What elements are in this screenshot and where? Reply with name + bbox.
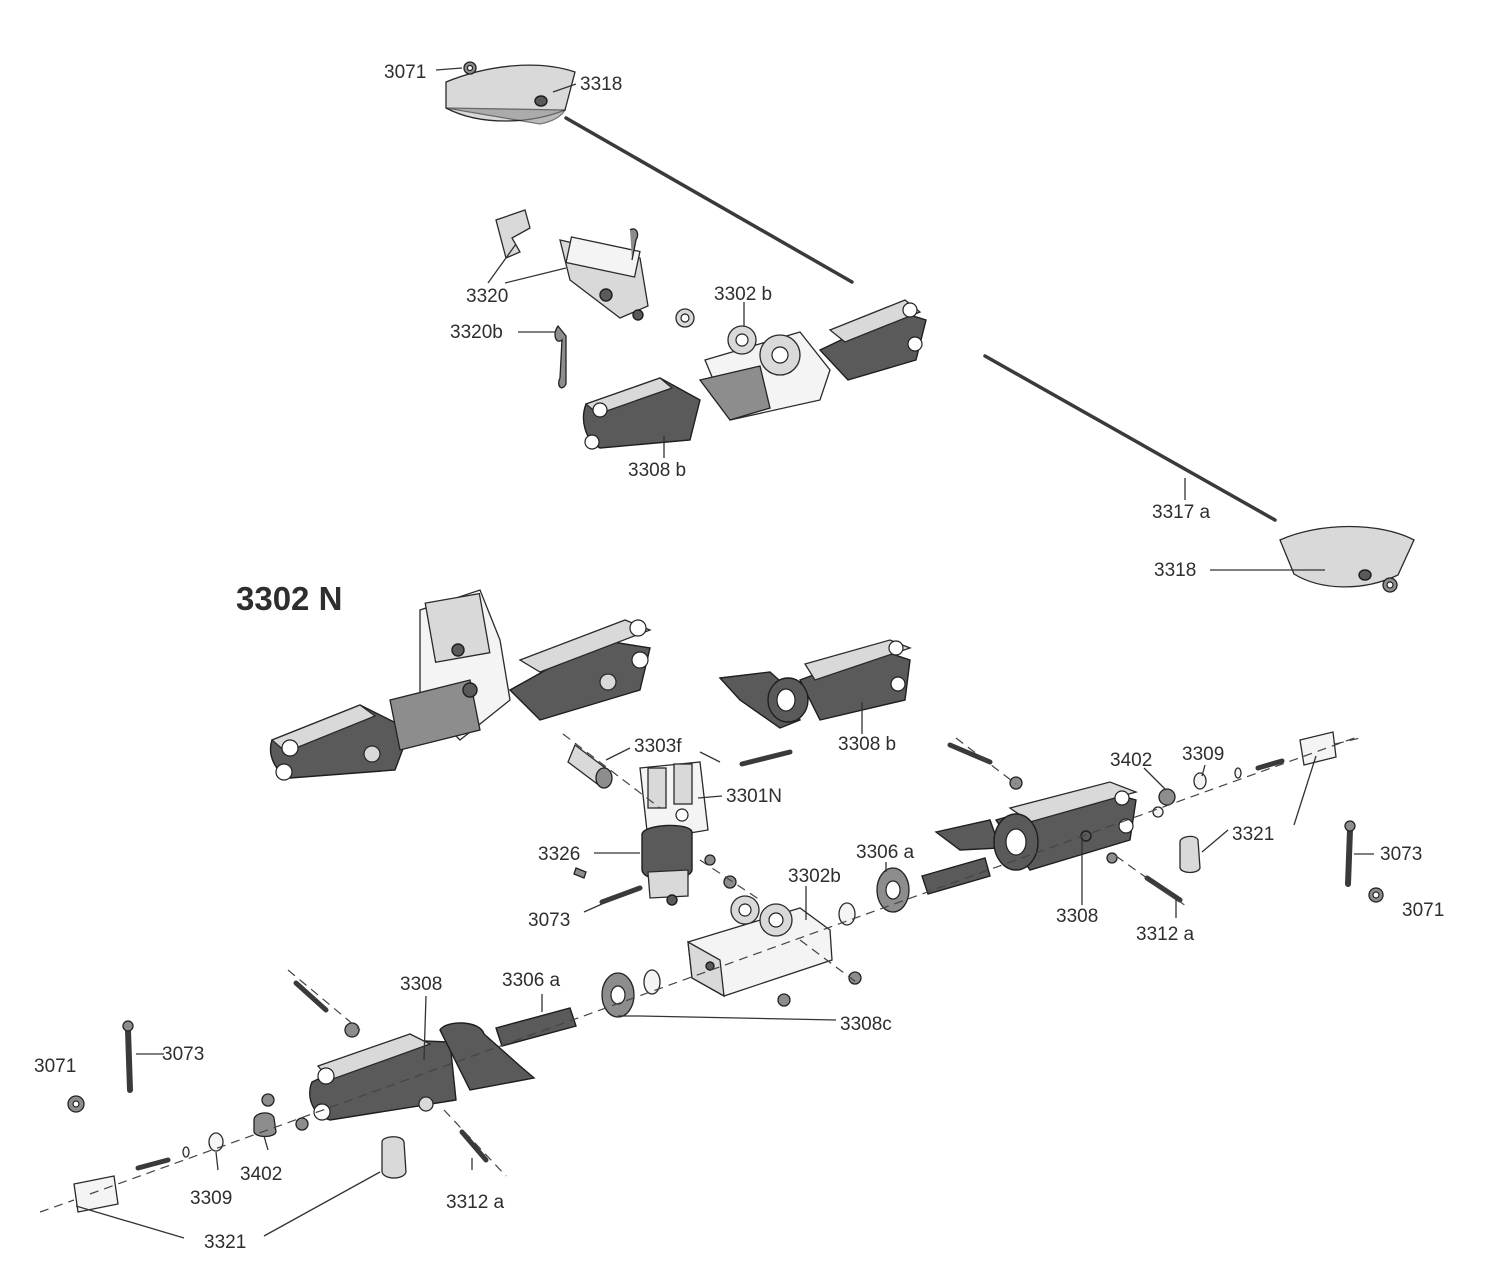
flybar-assembly: [445, 61, 1415, 593]
mixer-lever-3320: [495, 209, 649, 321]
ball-ring: [675, 308, 695, 328]
label-3071-right: 3071: [1402, 900, 1444, 921]
label-3073-left: 3073: [162, 1044, 204, 1065]
callout-labels: 3071 3318 3320 3320b 3302 b 3308 b 3317 …: [34, 62, 1444, 1253]
label-3302b-top: 3302 b: [714, 284, 772, 305]
leader-lines: [75, 67, 1374, 1239]
flybar-rod-lower: [983, 354, 1277, 522]
label-3318-top: 3318: [580, 74, 622, 95]
label-3402-right: 3402: [1110, 750, 1152, 771]
label-3302b-mid: 3302b: [788, 866, 841, 887]
label-3071-left: 3071: [34, 1056, 76, 1077]
assembly-axes: [89, 733, 1361, 1195]
label-3301N: 3301N: [726, 786, 782, 807]
grip-3308-right: [934, 781, 1139, 871]
blade-grip-3308b: [718, 639, 912, 729]
label-3306a-left: 3306 a: [502, 970, 561, 991]
label-3402-left: 3402: [240, 1164, 282, 1185]
flybar-rod-upper: [564, 116, 854, 284]
hardware-left: [39, 980, 489, 1213]
label-3073-right: 3073: [1380, 844, 1422, 865]
nut-3071-top: [463, 61, 477, 75]
rotor-head-assembled: [269, 589, 652, 781]
label-3073-mid: 3073: [528, 910, 570, 931]
label-3303f: 3303f: [634, 736, 682, 757]
paddle-3318-top: [445, 64, 576, 125]
grip-3308-left: [309, 1022, 536, 1121]
label-3071-top: 3071: [384, 62, 426, 83]
label-3318-right: 3318: [1154, 560, 1196, 581]
assembly-title: 3302 N: [236, 580, 342, 617]
label-3308b-top: 3308 b: [628, 460, 686, 481]
label-3320b: 3320b: [450, 322, 503, 343]
label-3309-left: 3309: [190, 1188, 232, 1209]
label-3317a: 3317 a: [1152, 502, 1211, 523]
nut-3071-right-top: [1382, 577, 1398, 593]
label-3321-left: 3321: [204, 1232, 246, 1253]
label-3312a-left: 3312 a: [446, 1192, 505, 1213]
label-3309-right: 3309: [1182, 744, 1224, 765]
label-3308-left: 3308: [400, 974, 442, 995]
label-3312a-right: 3312 a: [1136, 924, 1195, 945]
shafts-3306a: [495, 857, 991, 1047]
label-3308c: 3308c: [840, 1014, 892, 1035]
link-3320b: [554, 324, 567, 389]
paddle-3318-right: [1279, 525, 1415, 588]
label-3321-right: 3321: [1232, 824, 1274, 845]
label-3308-right: 3308: [1056, 906, 1098, 927]
rotor-head-upper: [582, 299, 927, 450]
label-3306a-right: 3306 a: [856, 842, 915, 863]
label-3326: 3326: [538, 844, 580, 865]
label-3308b-mid: 3308 b: [838, 734, 896, 755]
label-3320: 3320: [466, 286, 508, 307]
